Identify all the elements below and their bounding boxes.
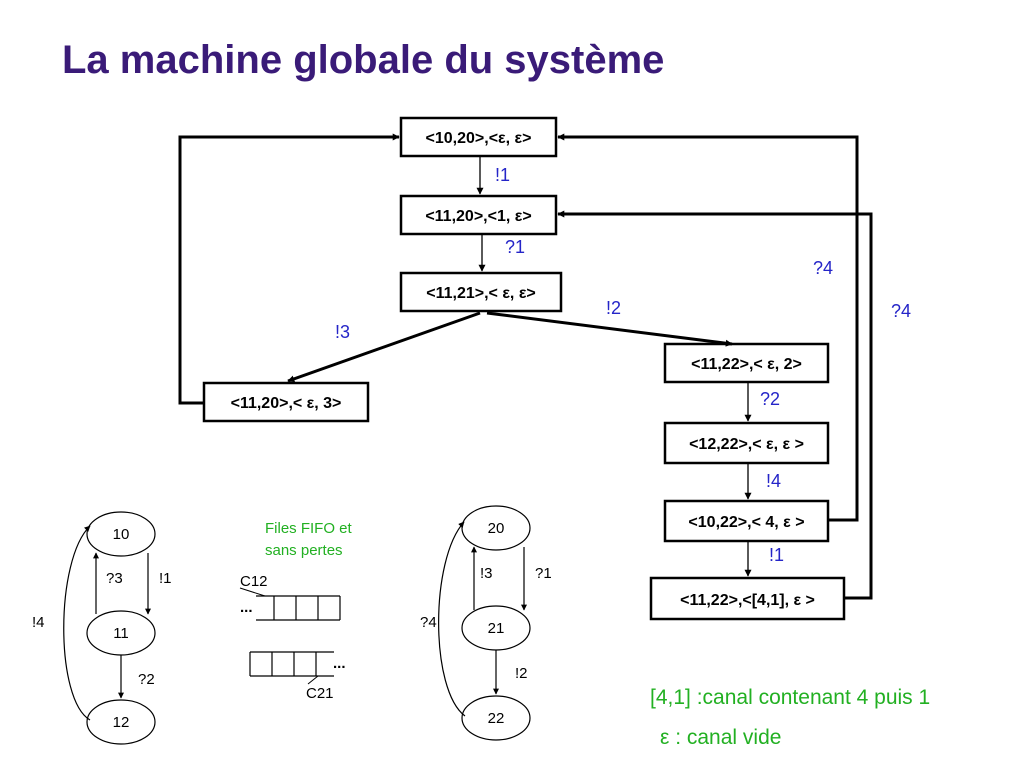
state-label-0: <10,20>,<ε, ε> (426, 130, 532, 147)
machine2-edge-label-21-22: !2 (515, 665, 528, 682)
channel-c12-queue (256, 595, 341, 621)
machine1-node-10 (86, 511, 156, 557)
edge-s2-s4 (486, 311, 733, 347)
channel-c21-dots: ... (333, 655, 346, 672)
channel-c21-label: C21 (306, 685, 334, 702)
edge-s3-s0 (178, 133, 400, 405)
machine2-edge-label-21-20: !3 (480, 565, 493, 582)
edge-label-s2-s4: !2 (606, 298, 621, 318)
edge-s7-s1 (557, 210, 873, 600)
machine1-edge-label-12-10: !4 (32, 614, 45, 631)
state-label-7: <11,22>,<[4,1], ε > (680, 592, 815, 609)
state-box-1: <11,20>,<1, ε> (399, 194, 558, 236)
edge-label-s0-s1: !1 (495, 165, 510, 185)
fifo-note-line-2: sans pertes (265, 542, 343, 559)
edge-label-s1-s2: ?1 (505, 237, 525, 257)
machine1-node-12 (86, 699, 156, 745)
state-label-4: <11,22>,< ε, 2> (691, 356, 802, 373)
state-label-6: <10,22>,< 4, ε > (688, 514, 804, 531)
state-label-2: <11,21>,< ε, ε> (426, 285, 536, 302)
edge-label-s6-s0: ?4 (813, 258, 833, 278)
edge-label-s4-s5: ?2 (760, 389, 780, 409)
edge-label-s7-s1: ?4 (891, 301, 911, 321)
channel-c21-queue (249, 651, 334, 677)
state-box-3: <11,20>,< ε, 3> (202, 381, 370, 423)
channel-c12-pointer (239, 587, 266, 597)
state-box-4: <11,22>,< ε, 2> (663, 342, 830, 384)
state-box-5: <12,22>,< ε, ε > (663, 421, 830, 465)
machine2-edge-label-22-20: ?4 (420, 614, 437, 631)
edge-s2-s3 (287, 311, 481, 383)
machine2-node-22-label: 22 (488, 710, 505, 727)
state-box-2: <11,21>,< ε, ε> (399, 271, 563, 313)
machine1-edge-label-11-10: ?3 (106, 570, 123, 587)
edge-label-s2-s3: !3 (335, 322, 350, 342)
slide-title: La machine globale du système (62, 38, 665, 82)
fifo-channels: Files FIFO et sans pertes C12 ... ... C2… (239, 520, 353, 702)
machine1-edge-12-10 (63, 525, 91, 721)
state-label-1: <11,20>,<1, ε> (425, 208, 531, 225)
machine2-edge-label-20-21: ?1 (535, 565, 552, 582)
machine-2: 20 21 22 !3 ?1 !2 ?4 (420, 505, 552, 741)
machine1-edge-label-11-12: ?2 (138, 671, 155, 688)
machine2-node-20-label: 20 (488, 520, 505, 537)
legend-line-1: [4,1] :canal contenant 4 puis 1 (650, 686, 930, 709)
channel-c21-pointer (307, 675, 319, 685)
machine2-edge-22-20 (438, 521, 466, 717)
state-box-6: <10,22>,< 4, ε > (663, 499, 830, 543)
state-box-7: <11,22>,<[4,1], ε > (649, 576, 846, 621)
channel-c12-dots: ... (240, 599, 253, 616)
machine-1: 10 11 12 !1 ?3 ?2 !4 (32, 511, 172, 745)
state-label-3: <11,20>,< ε, 3> (231, 395, 342, 412)
state-box-0: <10,20>,<ε, ε> (399, 116, 558, 158)
machine1-node-11-label: 11 (113, 625, 129, 642)
machine2-node-22 (461, 695, 531, 741)
state-label-5: <12,22>,< ε, ε > (689, 436, 804, 453)
edge-label-s5-s6: !4 (766, 471, 781, 491)
legend-line-2: ε : canal vide (660, 726, 781, 749)
edge-s6-s0 (557, 133, 859, 522)
fifo-note-line-1: Files FIFO et (265, 520, 353, 537)
machine1-edge-label-10-11: !1 (159, 570, 172, 587)
machine2-node-21-label: 21 (488, 620, 505, 637)
machine1-node-10-label: 10 (113, 526, 130, 543)
edge-label-s6-s7: !1 (769, 545, 784, 565)
channel-c12-label: C12 (240, 573, 268, 590)
machine1-node-12-label: 12 (113, 714, 130, 731)
